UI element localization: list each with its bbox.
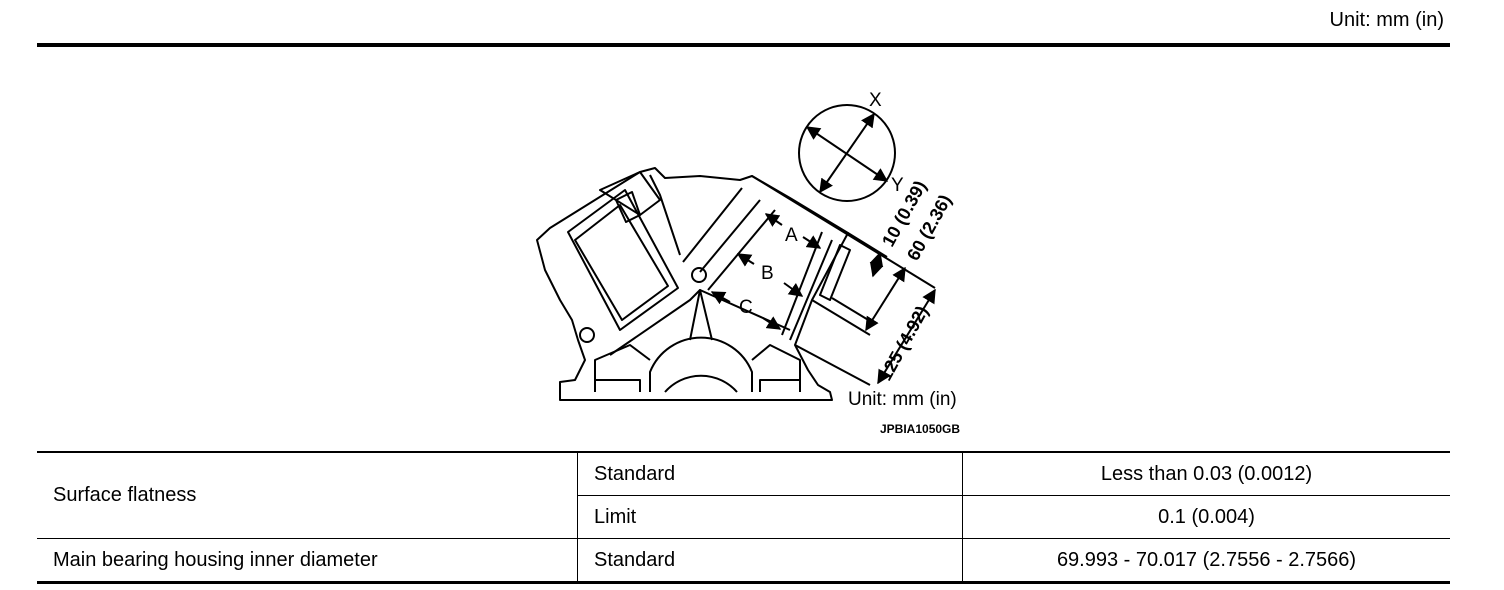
top-rule	[37, 43, 1450, 47]
main-bearing-housing	[664, 374, 738, 393]
grade-cell: Limit	[577, 495, 963, 539]
value-cell: Less than 0.03 (0.0012)	[962, 451, 1450, 496]
spec-table: Surface flatness Standard Less than 0.03…	[37, 451, 1450, 584]
value-cell: 0.1 (0.004)	[962, 495, 1450, 539]
label-y: Y	[891, 175, 904, 196]
label-b: B	[761, 263, 774, 284]
value-cell: 69.993 - 70.017 (2.7556 - 2.7566)	[962, 538, 1450, 584]
dim-125: 125 (4.92)	[875, 302, 932, 383]
block-outline	[536, 167, 849, 401]
table-row: Main bearing housing inner diameter Stan…	[37, 538, 1450, 584]
unit-note: Unit: mm (in)	[1329, 9, 1444, 31]
grade-cell: Standard	[577, 451, 963, 496]
bolt-hole	[691, 267, 707, 283]
bolt-hole	[579, 327, 595, 343]
table-row: Surface flatness Standard Less than 0.03…	[37, 451, 1450, 539]
item-cell: Surface flatness	[37, 451, 578, 539]
grade-cell: Standard	[577, 538, 963, 584]
label-a: A	[785, 225, 798, 246]
cylinder-block-diagram: A B C X Y 10 (0.39) 60 (2.36) 125 (4.92)	[536, 90, 955, 401]
measurement-circle	[798, 104, 896, 202]
left-bore	[567, 189, 679, 331]
cylinder-block-figure: A B C X Y 10 (0.39) 60 (2.36) 125 (4.92)	[520, 80, 1000, 440]
label-c: C	[739, 297, 753, 318]
right-bank-wall	[682, 187, 743, 263]
figure-id: JPBIA1050GB	[880, 422, 961, 436]
figure-unit-note: Unit: mm (in)	[848, 389, 957, 410]
label-x: X	[869, 90, 882, 111]
item-cell: Main bearing housing inner diameter	[37, 538, 578, 584]
